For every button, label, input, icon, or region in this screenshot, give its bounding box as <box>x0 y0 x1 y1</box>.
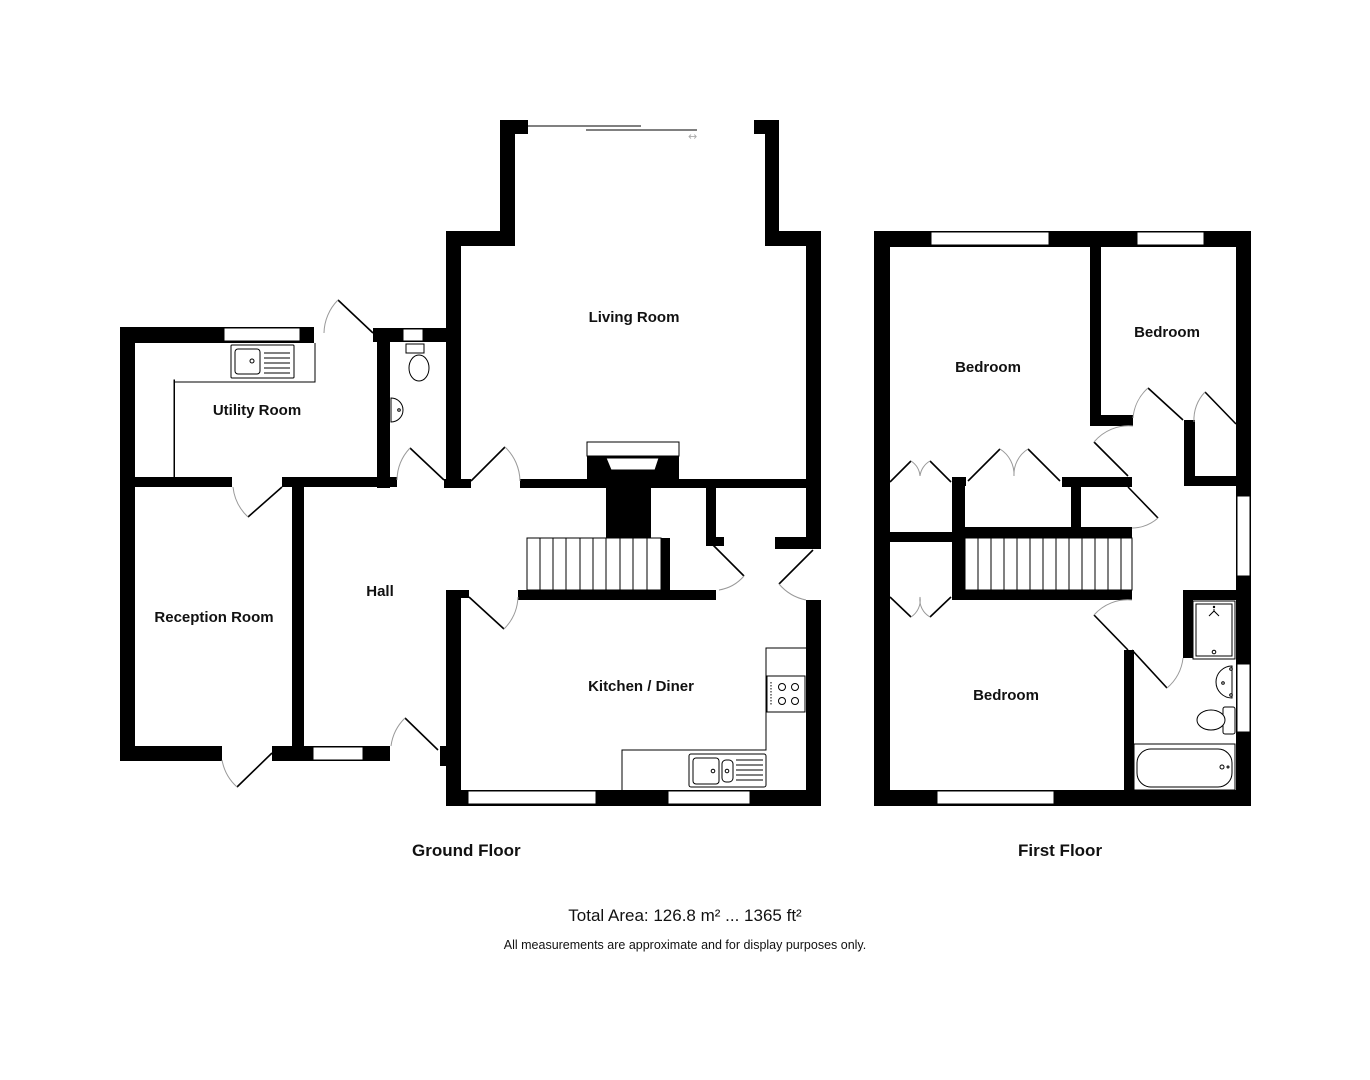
small-bedroom-door[interactable] <box>1132 387 1184 421</box>
bathroom-toilet-icon <box>1196 706 1236 735</box>
total-area: Total Area: 126.8 m² ... 1365 ft² <box>568 906 802 925</box>
ground-floor-label: Ground Floor <box>412 841 521 860</box>
stairs-icon <box>526 537 670 591</box>
sink-icon <box>230 344 295 379</box>
shower-icon <box>1192 600 1236 660</box>
bath-icon <box>1133 743 1236 791</box>
front-bedroom-door[interactable] <box>1093 599 1133 651</box>
bathroom-door[interactable] <box>1131 649 1184 689</box>
living-room-door[interactable] <box>470 446 521 482</box>
wardrobe-doors-3 <box>889 596 952 618</box>
room-label-hall: Hall <box>366 583 394 600</box>
toilet-icon <box>405 343 430 382</box>
sliding-door: ↔ <box>528 125 697 143</box>
utility-to-reception-door[interactable] <box>232 486 283 518</box>
room-label-kitchen-diner: Kitchen / Diner <box>588 678 694 695</box>
room-label-reception-room: Reception Room <box>154 609 273 626</box>
wc-door[interactable] <box>396 447 445 481</box>
kitchen-back-door[interactable] <box>778 549 814 601</box>
kitchen-door[interactable] <box>468 596 519 630</box>
living-room-walls <box>446 120 821 549</box>
first-floor-stairs-icon <box>964 537 1133 591</box>
airing-cupboard-door[interactable] <box>1127 486 1159 529</box>
sliding-door-arrow-icon: ↔ <box>688 130 697 143</box>
first-floor-plan: Bedroom Bedroom Bedroom <box>874 231 1251 806</box>
disclaimer: All measurements are approximate and for… <box>503 938 867 952</box>
room-label-bedroom-front: Bedroom <box>973 687 1039 704</box>
wardrobe-doors-1 <box>889 460 952 483</box>
room-label-living-room: Living Room <box>589 309 680 326</box>
room-label-bedroom-large: Bedroom <box>955 359 1021 376</box>
cupboard-door-landing[interactable] <box>1193 391 1237 425</box>
basin-icon <box>390 397 404 423</box>
utility-room-walls <box>120 327 397 761</box>
bathroom-basin-icon <box>1215 665 1233 699</box>
main-bedroom-door[interactable] <box>1093 425 1134 477</box>
room-label-bedroom-small: Bedroom <box>1134 324 1200 341</box>
kitchen-walls <box>440 486 821 806</box>
front-door[interactable] <box>390 717 439 751</box>
first-floor-label: First Floor <box>1018 841 1103 860</box>
first-floor-outer-walls <box>874 231 1251 806</box>
wardrobe-doors-2 <box>967 448 1061 482</box>
cupboard-door[interactable] <box>712 544 745 591</box>
utility-back-door[interactable] <box>323 299 374 334</box>
kitchen-worktop <box>621 647 806 790</box>
reception-room-door[interactable] <box>221 752 273 788</box>
kitchen-sink-icon <box>688 753 767 788</box>
ground-floor-plan: ↔ <box>120 120 821 806</box>
wc-walls <box>373 328 461 488</box>
room-label-utility-room: Utility Room <box>213 402 301 419</box>
hob-icon <box>766 675 806 713</box>
